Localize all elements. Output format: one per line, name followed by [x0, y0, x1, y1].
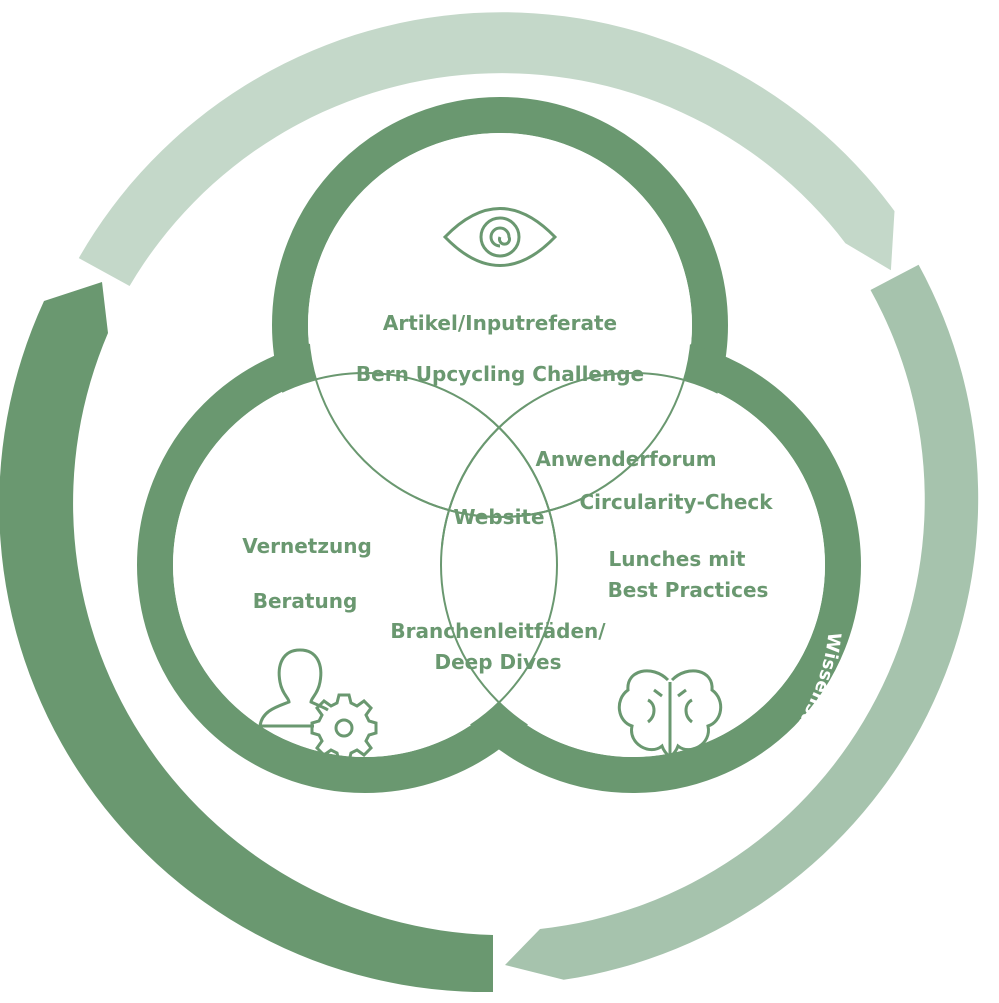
brain-icon	[617, 669, 723, 762]
left-item-1: Vernetzung	[242, 534, 372, 558]
top-item-2: Bern Upcycling Challenge	[356, 362, 644, 386]
top-right-item-2: Circularity-Check	[579, 490, 773, 514]
venn-intersection-lines	[272, 337, 728, 758]
top-item-1: Artikel/Inputreferate	[383, 311, 617, 335]
circle-right-fill	[441, 373, 825, 757]
left-item-2: Beratung	[253, 589, 358, 613]
eye-icon	[442, 207, 558, 267]
trefoil	[137, 97, 861, 793]
bottom-item-1: Branchenleitfäden/	[390, 619, 606, 643]
person-gear-icon	[258, 648, 378, 763]
cycle-arrow-right	[505, 264, 979, 980]
center-item: Website	[453, 505, 544, 529]
circle-left-fill	[173, 373, 557, 757]
cycle-arrow-left	[0, 282, 493, 993]
cycle-arrow-top	[78, 12, 895, 286]
top-right-item-1: Anwenderforum	[535, 447, 716, 471]
right-item-2: Best Practices	[608, 578, 769, 602]
bottom-item-2: Deep Dives	[435, 650, 562, 674]
right-item-1: Lunches mit	[608, 547, 745, 571]
